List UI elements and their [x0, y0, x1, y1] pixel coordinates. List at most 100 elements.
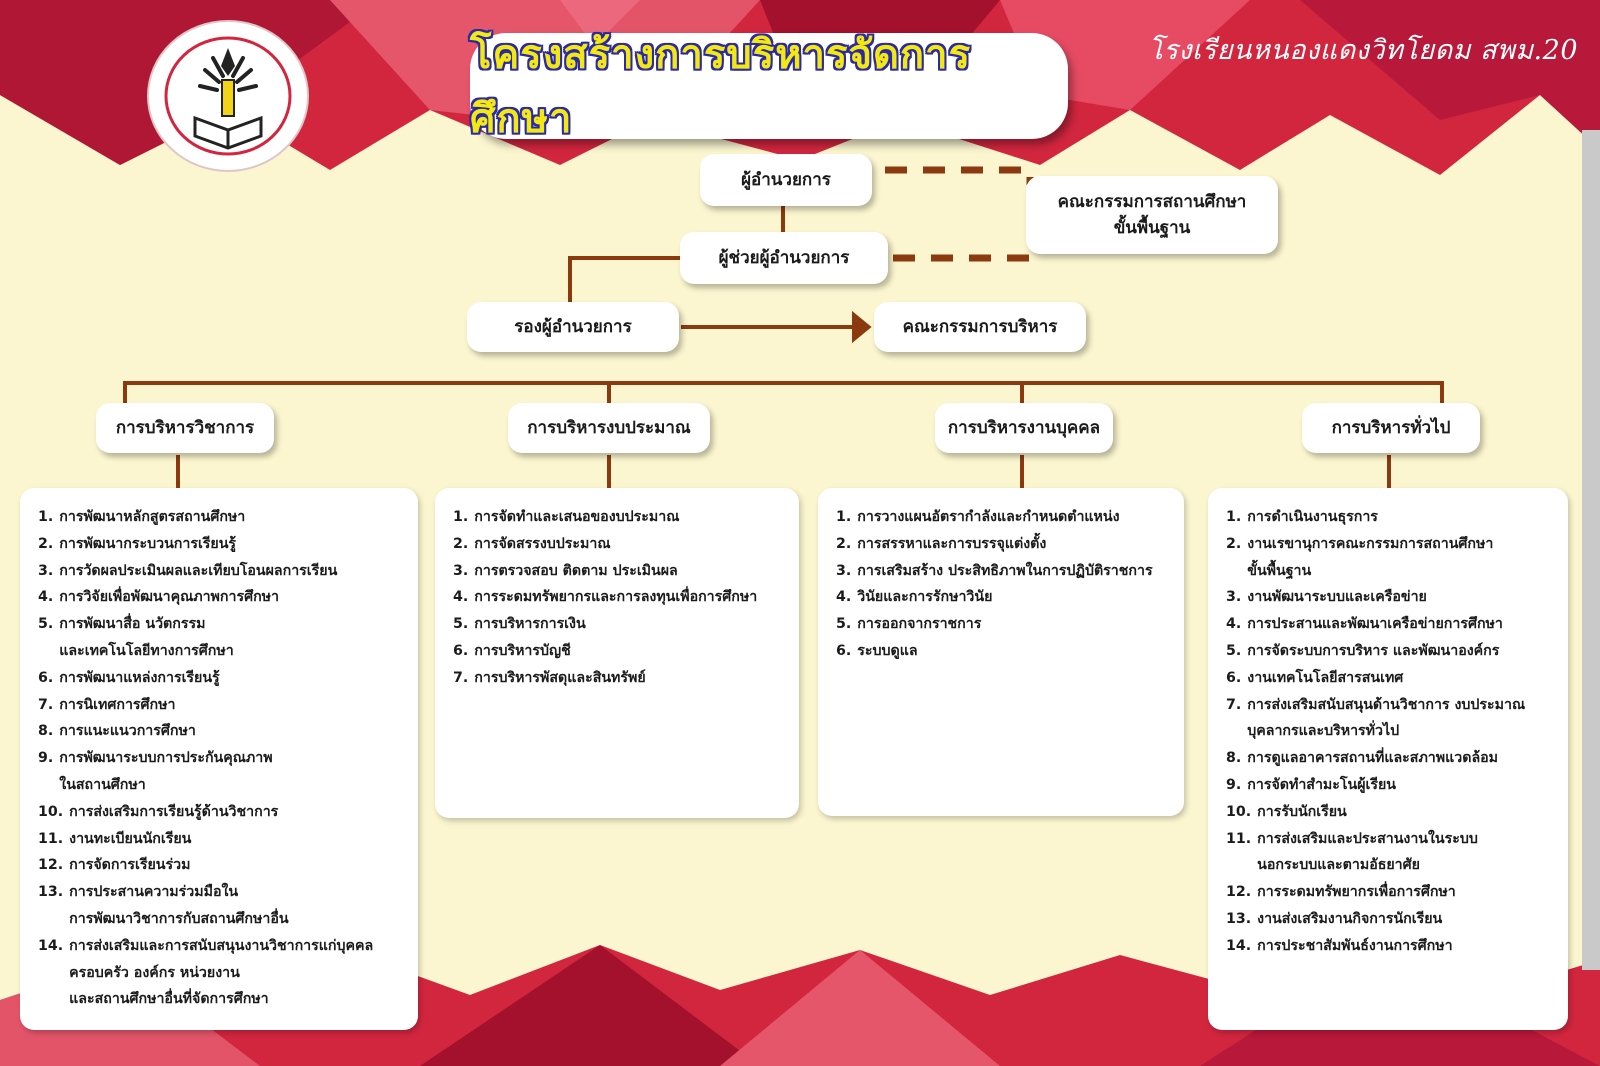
item-text: การพัฒนาแหล่งการเรียนรู้ — [59, 669, 220, 686]
item-number: 5. — [1226, 642, 1242, 659]
item-text: การตรวจสอบ ติดตาม ประเมินผล — [474, 562, 678, 579]
item-text: การพัฒนากระบวนการเรียนรู้ — [59, 535, 237, 552]
department-academic-box: การบริหารวิชาการ — [96, 403, 274, 453]
deputy-director-box: รองผู้อำนวยการ — [467, 302, 679, 352]
item-number: 5. — [836, 616, 852, 633]
department-academic-title: การบริหารวิชาการ — [115, 417, 255, 438]
item-text: การวางแผนอัตรากำลังและกำหนดตำแหน่ง — [857, 509, 1120, 525]
item-number: 3. — [38, 562, 54, 579]
personnel-items-panel: 1. การวางแผนอัตรากำลังและกำหนดตำแหน่ง 2. กา… — [818, 488, 1184, 816]
item-text: การระดมทรัพยากรเพื่อการศึกษา — [1257, 884, 1456, 901]
list-item: 9.การจัดทำสำมะโนผู้เรียน — [1226, 772, 1558, 799]
list-item: 10. การรับนักเรียน — [1226, 799, 1558, 826]
item-number: 5. — [38, 616, 54, 633]
list-item: 5.การบริหารการเงิน — [453, 611, 789, 638]
item-number: 14. — [38, 937, 64, 954]
list-item: 1.การดำเนินงานธุรการ — [1226, 504, 1558, 531]
list-item: 6. การบริหารบัญชี — [453, 638, 789, 665]
item-text: การสรรหาและการบรรจุแต่งตั้ง — [857, 535, 1047, 552]
item-number: 9. — [38, 750, 54, 767]
item-number: 6. — [38, 669, 54, 686]
item-text: การประชาสัมพันธ์งานการศึกษา — [1257, 937, 1453, 954]
item-number: 2. — [836, 535, 852, 552]
item-number: 9. — [1226, 776, 1242, 793]
department-general-title: การบริหารทั่วไป — [1331, 417, 1451, 438]
list-item: 2.งานเรขานุการคณะกรรมการสถานศึกษา ขั้นพื… — [1226, 531, 1558, 585]
item-number: 10. — [38, 803, 64, 820]
item-number: 1. — [38, 509, 54, 525]
list-item: 12.การระดมทรัพยากรเพื่อการศึกษา — [1226, 879, 1558, 906]
item-text: งานเรขานุการคณะกรรมการสถานศึกษา ขั้นพื้น… — [1247, 535, 1494, 579]
item-text: การรับนักเรียน — [1257, 803, 1347, 820]
item-text: การเสริมสร้าง ประสิทธิภาพในการปฏิบัติราช… — [857, 562, 1153, 579]
list-item: 5.การออกจากราชการ — [836, 611, 1174, 638]
item-text: การระดมทรัพยากรและการลงทุนเพื่อการศึกษา — [474, 589, 758, 606]
item-text: ระบบดูแล — [857, 642, 918, 659]
department-general-box: การบริหารทั่วไป — [1302, 403, 1480, 453]
board-label: คณะกรรมการสถานศึกษา ขั้นพื้นฐาน — [1057, 191, 1247, 238]
item-number: 6. — [453, 642, 469, 659]
item-text: การพัฒนาระบบการประกันคุณภาพ ในสถานศึกษา — [59, 750, 273, 793]
item-text: งานทะเบียนนักเรียน — [69, 830, 192, 847]
school-label: โรงเรียนหนองแดงวิทโยดม สพม.20 — [1148, 35, 1578, 66]
item-text: การพัฒนาหลักสูตรสถานศึกษา — [59, 509, 246, 525]
list-item: 9. การพัฒนาระบบการประกันคุณภาพ ในสถานศึกษ… — [38, 745, 408, 799]
item-text: การจัดสรรงบประมาณ — [474, 535, 611, 552]
item-number: 1. — [1226, 509, 1242, 525]
item-text: การพัฒนาสื่อ นวัตกรรม และเทคโนโลยีทางการ… — [59, 616, 234, 659]
item-number: 2. — [38, 535, 54, 552]
page-title: โครงสร้างการบริหารจัดการศึกษา — [470, 32, 972, 142]
item-number: 7. — [1226, 696, 1242, 713]
list-item: 2. การพัฒนากระบวนการเรียนรู้ — [38, 531, 408, 558]
executive-committee-box: คณะกรรมการบริหาร — [874, 302, 1086, 352]
assistant-director-label: ผู้ช่วยผู้อำนวยการ — [718, 247, 850, 268]
item-text: งานพัฒนาระบบและเครือข่าย — [1247, 589, 1427, 606]
director-label: ผู้อำนวยการ — [741, 169, 831, 190]
item-number: 1. — [836, 509, 852, 525]
item-number: 8. — [38, 723, 54, 740]
department-personnel-title: การบริหารงานบุคคล — [947, 417, 1101, 438]
list-item: 7. การส่งเสริมสนับสนุนด้านวิชาการ งบประมา… — [1226, 692, 1558, 746]
list-item: 11. การส่งเสริมและประสานงานในระบบ นอกระบบ… — [1226, 826, 1558, 880]
department-budget-box: การบริหารงบประมาณ — [508, 403, 710, 453]
list-item: 3.การเสริมสร้าง ประสิทธิภาพในการปฏิบัติร… — [836, 558, 1174, 585]
item-text: การส่งเสริมและการสนับสนุนงานวิชาการแก่บุ… — [69, 937, 374, 1008]
list-item: 1. การพัฒนาหลักสูตรสถานศึกษา — [38, 504, 408, 531]
item-text: การส่งเสริมและประสานงานในระบบ นอกระบบและ… — [1257, 830, 1478, 874]
academic-items-list: 1. การพัฒนาหลักสูตรสถานศึกษา 2. การพัฒนากระ… — [38, 504, 408, 1013]
item-number: 6. — [836, 642, 852, 659]
item-number: 3. — [1226, 589, 1242, 606]
item-text: การวิจัยเพื่อพัฒนาคุณภาพการศึกษา — [59, 589, 280, 606]
item-text: การจัดทำและเสนอของบประมาณ — [474, 509, 680, 525]
item-number: 12. — [38, 857, 64, 874]
item-text: การวัดผลประเมินผลและเทียบโอนผลการเรียน — [59, 562, 338, 579]
deputy-director-label: รองผู้อำนวยการ — [514, 316, 632, 337]
item-text: การประสานและพัฒนาเครือข่ายการศึกษา — [1247, 616, 1503, 633]
list-item: 3. การตรวจสอบ ติดตาม ประเมินผล — [453, 558, 789, 585]
item-text: วินัยและการรักษาวินัย — [857, 589, 993, 606]
list-item: 14. การประชาสัมพันธ์งานการศึกษา — [1226, 933, 1558, 960]
list-item: 7.การบริหารพัสดุและสินทรัพย์ — [453, 665, 789, 692]
item-text: การดูแลอาคารสถานที่และสภาพแวดล้อม — [1247, 750, 1499, 767]
item-number: 5. — [453, 616, 469, 633]
item-number: 3. — [453, 562, 469, 579]
list-item: 1.การจัดทำและเสนอของบประมาณ — [453, 504, 789, 531]
item-number: 11. — [1226, 830, 1252, 847]
list-item: 13. การประสานความร่วมมือใน การพัฒนาวิชากา… — [38, 879, 408, 933]
item-text: การประสานความร่วมมือใน การพัฒนาวิชาการกั… — [69, 884, 289, 927]
list-item: 4.วินัยและการรักษาวินัย — [836, 584, 1174, 611]
list-item: 4.การระดมทรัพยากรและการลงทุนเพื่อการศึกษ… — [453, 584, 789, 611]
item-number: 10. — [1226, 803, 1252, 820]
director-box: ผู้อำนวยการ — [700, 154, 872, 206]
personnel-items-list: 1. การวางแผนอัตรากำลังและกำหนดตำแหน่ง 2. กา… — [836, 504, 1174, 665]
item-text: การส่งเสริมสนับสนุนด้านวิชาการ งบประมาณ … — [1247, 696, 1526, 740]
list-item: 2. การสรรหาและการบรรจุแต่งตั้ง — [836, 531, 1174, 558]
item-number: 14. — [1226, 937, 1252, 954]
list-item: 4.การประสานและพัฒนาเครือข่ายการศึกษา — [1226, 611, 1558, 638]
list-item: 5.การจัดระบบการบริหาร และพัฒนาองค์กร — [1226, 638, 1558, 665]
list-item: 1. การวางแผนอัตรากำลังและกำหนดตำแหน่ง — [836, 504, 1174, 531]
item-text: การบริหารบัญชี — [474, 642, 571, 659]
item-number: 13. — [38, 884, 64, 901]
